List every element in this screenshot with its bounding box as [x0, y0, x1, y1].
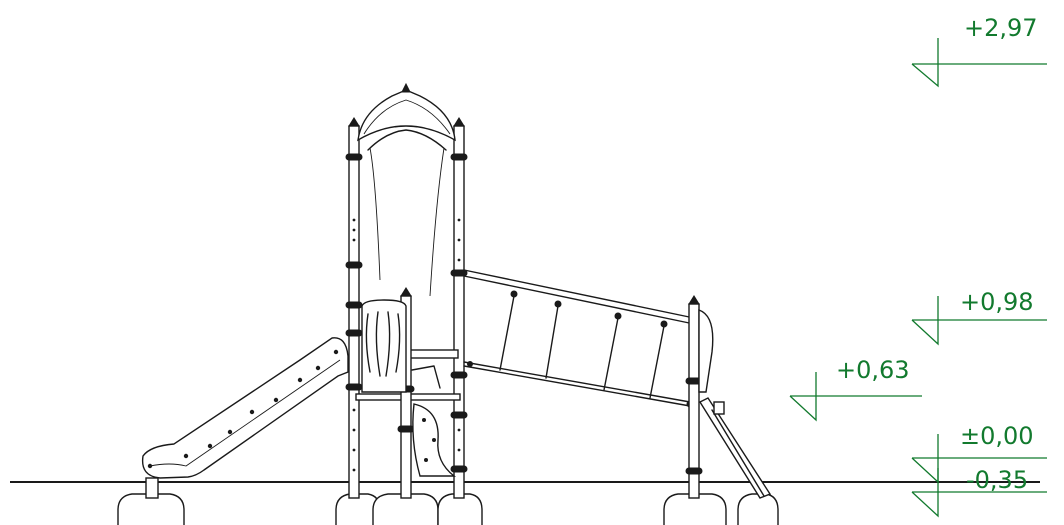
slide: [141, 337, 349, 499]
level-marker-top: +2,97: [911, 14, 1047, 88]
main-tower: [345, 82, 468, 499]
level-marker-foundation: -0,35: [911, 466, 1047, 518]
right-climber: [685, 295, 772, 499]
rope-bridge: [463, 269, 695, 408]
level-marker-ground: ±0,00: [911, 422, 1047, 484]
level-marker-platform-high: +0,98: [911, 288, 1047, 346]
level-label-ground: ±0,00: [960, 422, 1034, 450]
level-marker-platform-low: +0,63: [789, 356, 922, 422]
front-panel: [361, 287, 457, 499]
level-label-top: +2,97: [964, 14, 1038, 42]
level-label-platform-low: +0,63: [836, 356, 910, 384]
level-label-foundation: -0,35: [966, 466, 1028, 494]
level-label-platform-high: +0,98: [960, 288, 1034, 316]
foundation-blocks: [117, 493, 779, 525]
